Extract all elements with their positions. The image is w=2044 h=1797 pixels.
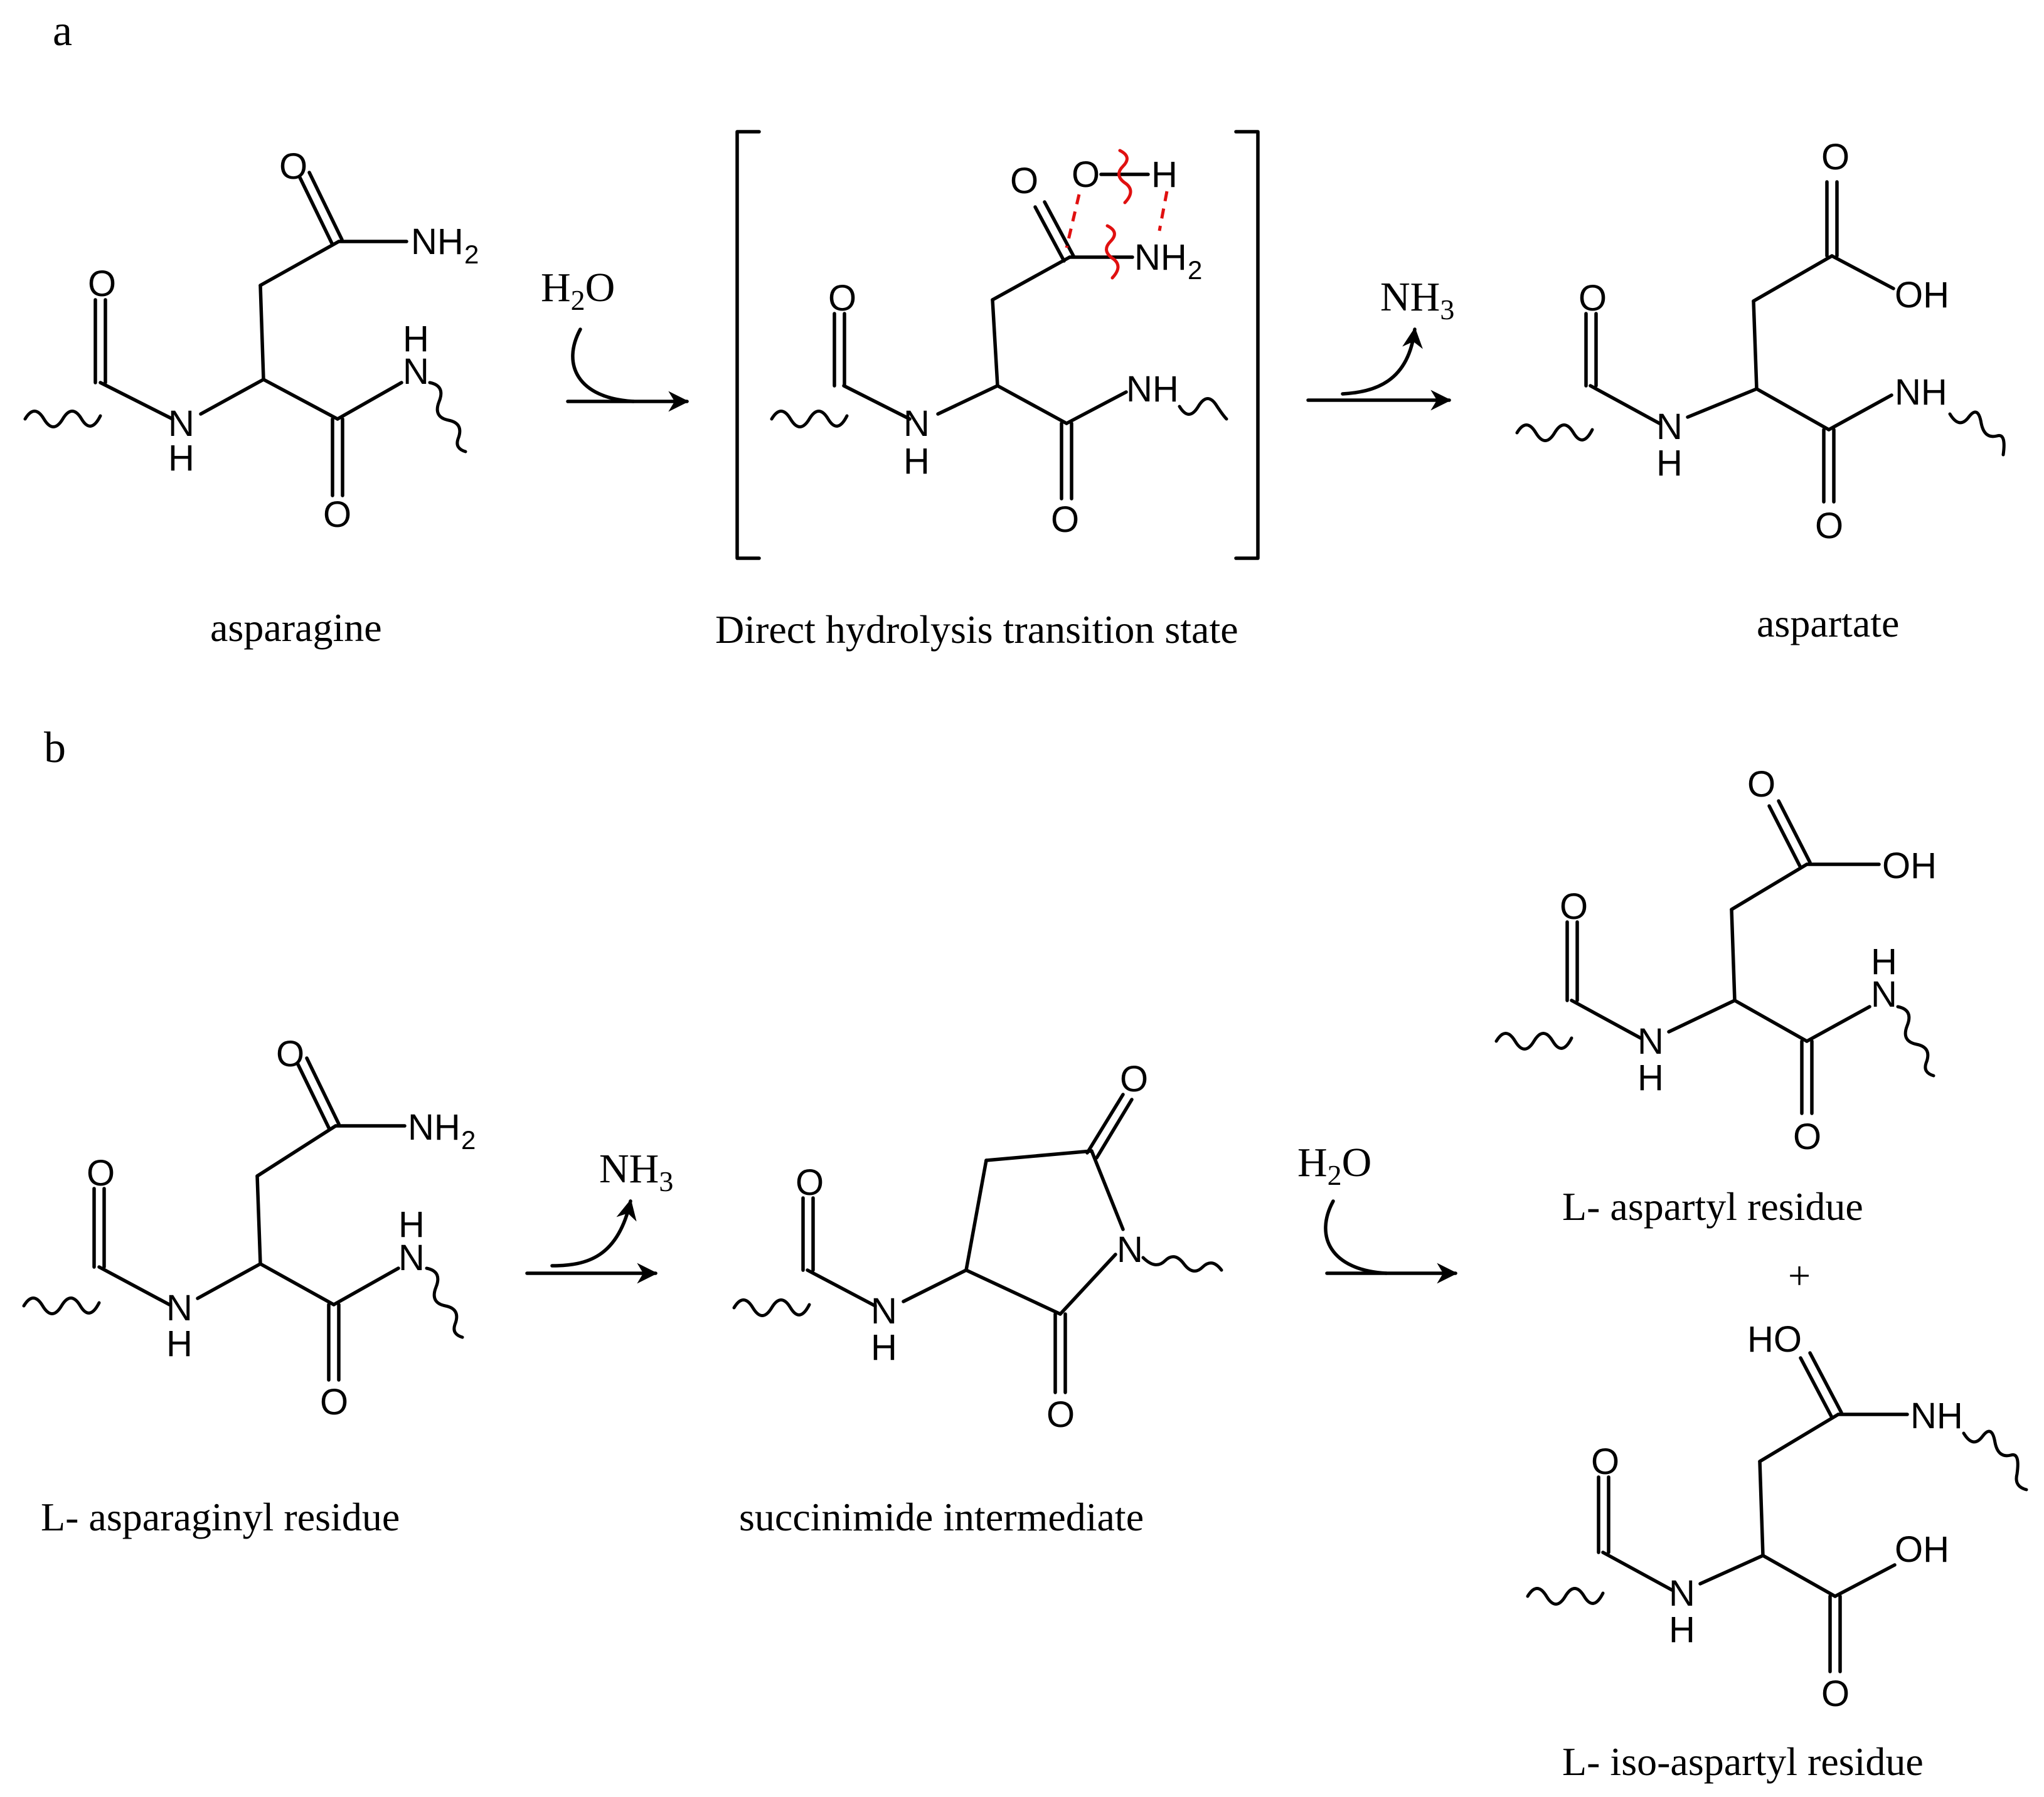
reaction-arrow-deamination: NH3 [1306, 274, 1454, 411]
reagent-ammonia: NH3 [1380, 274, 1454, 326]
atom-sub: 2 [464, 240, 479, 269]
atom-o: O [1072, 154, 1100, 195]
atom-o: O [1793, 1116, 1821, 1157]
atom-h: H [1669, 1609, 1695, 1650]
atom-h: H [1656, 443, 1683, 484]
panel-label-b: b [44, 724, 66, 772]
asparaginyl-structure: O N H O NH 2 O H N [22, 1034, 476, 1423]
atom-o: O [1578, 278, 1607, 319]
atom-h: H [398, 1204, 425, 1245]
reaction-arrow-ring-opening: H2O [1297, 1140, 1458, 1284]
atom-o: O [88, 263, 116, 304]
reagent-water: H2O [541, 265, 615, 316]
atom-o: O [796, 1162, 824, 1203]
atom-sub: 2 [461, 1125, 476, 1155]
panel-label-a: a [53, 7, 72, 55]
atom-o: O [1821, 137, 1850, 178]
atom-n: N [1656, 406, 1683, 447]
atom-o: O [1747, 764, 1775, 805]
atom-h: H [871, 1327, 897, 1368]
atom-n: N [168, 403, 194, 444]
atom-nh: NH [1895, 372, 1947, 413]
atom-n: N [903, 403, 930, 444]
atom-o: O [276, 1034, 304, 1074]
atom-nh: NH [1134, 237, 1187, 278]
atom-oh: OH [1895, 1529, 1949, 1570]
atom-o: O [1010, 161, 1038, 201]
caption-asparaginyl: L- asparaginyl residue [41, 1495, 400, 1539]
atom-n: N [1117, 1229, 1143, 1270]
atom-oh: OH [1895, 275, 1949, 315]
reaction-arrow-hydrolysis: H2O [541, 265, 689, 412]
transition-state-structure: O N H O NH 2 O H O NH [735, 130, 1260, 560]
atom-h: H [903, 441, 930, 482]
aspartate-structure: O N H O OH O NH [1515, 137, 2006, 546]
atom-n: N [1669, 1573, 1695, 1614]
atom-n: N [1871, 974, 1897, 1015]
asparagine-structure: O N H O NH 2 O H N [23, 146, 479, 535]
atom-n: N [1637, 1021, 1664, 1062]
caption-aspartyl: L- aspartyl residue [1562, 1184, 1863, 1229]
reagent-water: H2O [1297, 1140, 1371, 1191]
atom-ho: HO [1747, 1319, 1802, 1360]
atom-n: N [871, 1291, 897, 1332]
atom-o: O [1051, 499, 1079, 540]
atom-o: O [828, 278, 856, 319]
atom-o: O [87, 1153, 115, 1194]
reaction-arrow-cyclization: NH3 [525, 1146, 673, 1284]
caption-aspartate: aspartate [1757, 601, 1899, 645]
aspartyl-structure: O N H O OH O H N [1494, 764, 1937, 1157]
isoaspartyl-structure: O N H HO NH O OH [1526, 1319, 2028, 1714]
atom-h: H [403, 319, 429, 359]
atom-o: O [1560, 886, 1588, 927]
caption-transition-state: Direct hydrolysis transition state [715, 607, 1238, 652]
atom-o: O [1815, 506, 1843, 546]
caption-isoaspartyl: L- iso-aspartyl residue [1562, 1739, 1924, 1784]
atom-nh: NH [1910, 1396, 1963, 1436]
atom-nh: NH [1126, 369, 1179, 410]
caption-asparagine: asparagine [210, 605, 382, 650]
atom-h: H [168, 438, 194, 479]
atom-nh: NH [408, 1107, 460, 1148]
atom-o: O [1591, 1441, 1619, 1482]
atom-h: H [1151, 154, 1178, 195]
atom-o: O [323, 494, 351, 535]
atom-o: O [279, 146, 307, 187]
atom-o: O [320, 1382, 348, 1423]
plus-sign: + [1788, 1253, 1811, 1298]
atom-n: N [398, 1238, 425, 1278]
atom-oh: OH [1882, 845, 1937, 886]
atom-nh: NH [411, 221, 464, 262]
reagent-ammonia: NH3 [599, 1146, 673, 1197]
atom-h: H [1871, 941, 1897, 982]
caption-succinimide: succinimide intermediate [739, 1495, 1144, 1539]
atom-sub: 2 [1188, 255, 1202, 285]
succinimide-structure: O N H N O O [732, 1059, 1223, 1435]
atom-o: O [1046, 1394, 1075, 1435]
atom-h: H [1637, 1058, 1664, 1098]
atom-o: O [1821, 1673, 1850, 1714]
atom-n: N [166, 1288, 193, 1328]
atom-o: O [1120, 1059, 1148, 1100]
atom-n: N [403, 351, 429, 392]
atom-h: H [166, 1323, 193, 1364]
